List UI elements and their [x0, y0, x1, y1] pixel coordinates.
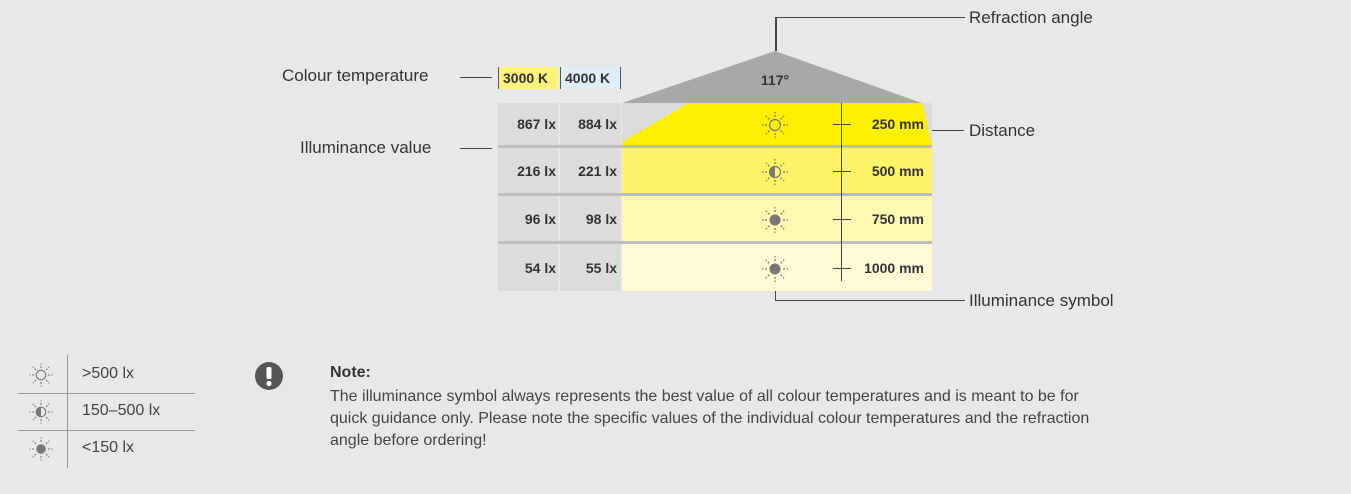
illuminance-symbol-label: Illuminance symbol	[969, 291, 1114, 310]
note-text: The illuminance symbol always represents…	[330, 388, 1090, 449]
distance-tick	[833, 171, 851, 172]
lux-3000-row3: 96 lx	[524, 211, 556, 227]
lux-4000-row4: 55 lx	[585, 260, 617, 276]
sun-low-icon	[29, 437, 53, 461]
lux-4000-row1: 884 lx	[578, 116, 617, 132]
colour-temperature-label: Colour temperature	[282, 66, 429, 85]
legend-low-text: <150 lx	[82, 439, 135, 456]
lux-column-3000-bg	[498, 103, 558, 291]
lux-column-4000-bg	[560, 103, 621, 291]
distance-row3: 750 mm	[871, 211, 924, 227]
sun-high-icon	[29, 363, 53, 387]
lux-3000-row1: 867 lx	[517, 116, 556, 132]
distance-tick	[833, 268, 851, 269]
refraction-triangle	[622, 51, 922, 103]
distance-tick	[833, 124, 851, 125]
distance-row1: 250 mm	[871, 116, 924, 132]
row-separator	[498, 145, 932, 148]
distance-tick	[833, 219, 851, 220]
lux-4000-row2: 221 lx	[578, 163, 617, 179]
distance-row2: 500 mm	[871, 163, 924, 179]
row-separator	[498, 193, 932, 196]
angle-value: 117°	[760, 72, 790, 88]
sun-low-icon	[762, 207, 788, 233]
refraction-angle-label: Refraction angle	[969, 8, 1093, 27]
symbol-leader-horizontal	[775, 300, 965, 301]
colour-temperature-leader	[460, 77, 492, 78]
refraction-leader-vertical	[775, 17, 777, 51]
row2-bg	[622, 148, 932, 193]
lux-4000-row3: 98 lx	[585, 211, 617, 227]
distance-label: Distance	[969, 121, 1036, 140]
distance-leader	[932, 130, 964, 131]
legend-divider	[18, 430, 195, 431]
illuminance-value-label: Illuminance value	[300, 138, 432, 157]
lux-3000-row2: 216 lx	[517, 163, 556, 179]
legend-high-text: >500 lx	[82, 365, 135, 382]
lux-3000-row4: 54 lx	[524, 260, 556, 276]
distance-axis	[841, 103, 842, 281]
colour-temp-4000: 4000 K	[560, 67, 621, 89]
sun-low-icon	[762, 256, 788, 282]
distance-row4: 1000 mm	[864, 260, 924, 276]
sun-medium-icon	[762, 159, 788, 185]
warning-icon	[255, 362, 283, 390]
colour-temp-3000: 3000 K	[498, 67, 558, 89]
legend-divider-vertical	[67, 355, 68, 468]
legend-medium-text: 150–500 lx	[82, 402, 161, 419]
illuminance-value-leader	[460, 148, 492, 149]
row-separator	[498, 241, 932, 244]
sun-medium-icon	[29, 400, 53, 424]
refraction-leader-horizontal	[775, 17, 965, 18]
sun-high-icon	[762, 112, 788, 138]
legend-divider	[18, 393, 195, 394]
note-title: Note:	[330, 364, 371, 381]
